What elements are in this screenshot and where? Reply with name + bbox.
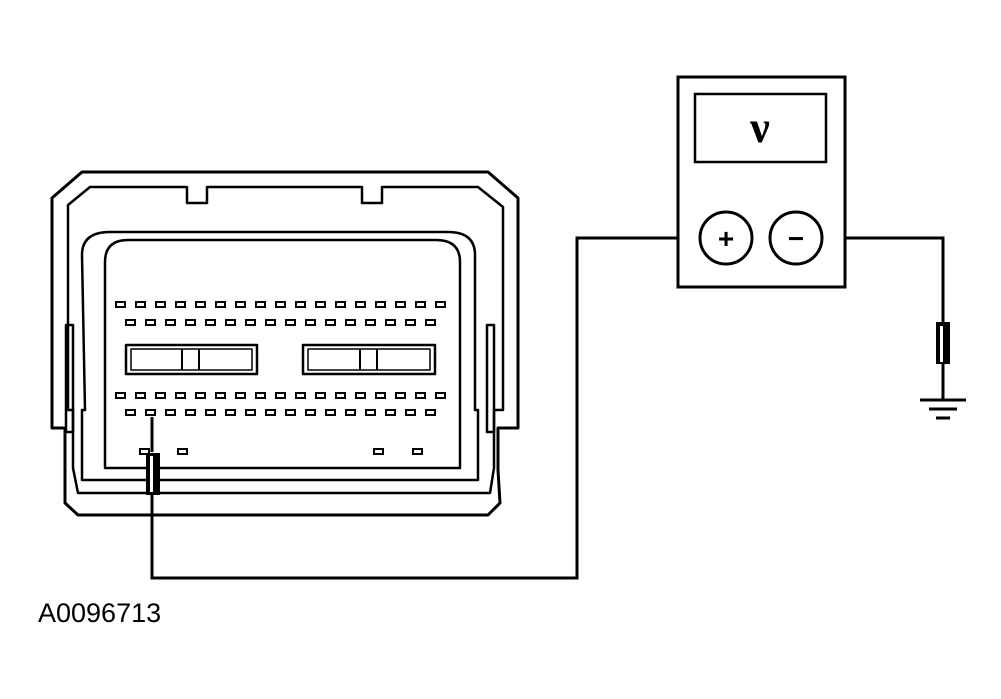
pin-cavity [155, 301, 166, 308]
pin-cavity [265, 319, 276, 326]
pin-cavity [195, 301, 206, 308]
pin-cavity [385, 319, 396, 326]
pin-cavity [305, 319, 316, 326]
pin-cavity [165, 409, 176, 416]
pin-cavity [125, 409, 136, 416]
pin-cavity [335, 301, 346, 308]
pin-cavity [405, 319, 416, 326]
pin-cavity [385, 409, 396, 416]
pin-cavity [195, 392, 206, 399]
pin-cavity [295, 392, 306, 399]
pin-cavity [177, 448, 188, 455]
right-latch [485, 323, 496, 434]
positive-test-lead [150, 236, 700, 580]
ground-symbol [920, 398, 966, 420]
negative-test-lead [822, 236, 945, 322]
pin-cavity [425, 409, 436, 416]
pin-cavity [355, 392, 366, 399]
connector-shroud-inner [103, 238, 462, 470]
pin-cavity [305, 409, 316, 416]
pin-cavity [245, 409, 256, 416]
pin-cavity [345, 409, 356, 416]
pin-cavity [435, 301, 446, 308]
pin-cavity [205, 409, 216, 416]
pin-cavity [115, 392, 126, 399]
pin-cavity [285, 319, 296, 326]
pin-cavity [412, 448, 423, 455]
pin-cavity [185, 409, 196, 416]
pin-cavity [355, 301, 366, 308]
pin-cavity [373, 448, 384, 455]
module-connector [50, 170, 520, 517]
ground-probe-tip-highlight [940, 326, 943, 362]
negative-terminal-sign: − [788, 223, 804, 254]
pin-cavity [365, 409, 376, 416]
pin-cavity [225, 319, 236, 326]
negative-terminal [768, 210, 824, 266]
pin-cavity [405, 409, 416, 416]
pin-cavity [135, 392, 146, 399]
pin-cavity [315, 301, 326, 308]
pin-cavity [325, 409, 336, 416]
pin-cavity [215, 392, 226, 399]
pin-cavity [275, 301, 286, 308]
pin-cavity [135, 301, 146, 308]
connector-probe [146, 417, 160, 495]
pin-cavity [425, 319, 436, 326]
pin-cavity [285, 409, 296, 416]
connector-inner-housing [66, 185, 505, 495]
pin-cavity [255, 392, 266, 399]
pin-cavity [225, 409, 236, 416]
pin-cavity [145, 409, 156, 416]
pin-cavity [115, 301, 126, 308]
probe-tip-highlight [150, 456, 153, 492]
connector-outer-housing [50, 170, 520, 517]
pin-cavity [155, 392, 166, 399]
pin-cavity [415, 392, 426, 399]
pin-cavity [139, 448, 150, 455]
key-block-right-inner [307, 348, 431, 371]
voltmeter: ν + − [676, 75, 847, 289]
pin-cavity [325, 319, 336, 326]
pin-cavity [205, 319, 216, 326]
pin-cavity [375, 392, 386, 399]
voltmeter-display [693, 92, 828, 164]
pin-cavity [435, 392, 446, 399]
ground-probe [936, 322, 950, 400]
pin-cavity [275, 392, 286, 399]
pin-cavity [295, 301, 306, 308]
pin-cavity [185, 319, 196, 326]
key-block-left-inner [130, 348, 253, 371]
pin-cavity [175, 392, 186, 399]
pin-cavity [125, 319, 136, 326]
pin-cavity [415, 301, 426, 308]
pin-cavity [395, 392, 406, 399]
figure-id: A0096713 [38, 598, 161, 628]
pin-cavity [145, 319, 156, 326]
pin-cavity [375, 301, 386, 308]
connector-shroud-outer [80, 230, 480, 482]
positive-terminal [698, 210, 754, 266]
key-block-left [124, 343, 259, 376]
key-block-right [301, 343, 437, 376]
pin-cavity [235, 301, 246, 308]
pin-cavity [395, 301, 406, 308]
pin-cavity [245, 319, 256, 326]
pin-cavity [345, 319, 356, 326]
pin-cavity [365, 319, 376, 326]
pin-cavity [315, 392, 326, 399]
positive-terminal-sign: + [718, 223, 734, 254]
pin-cavity [175, 301, 186, 308]
pin-cavity [165, 319, 176, 326]
pin-cavities [115, 301, 446, 455]
pin-cavity [215, 301, 226, 308]
voltmeter-display-symbol: ν [749, 103, 770, 152]
left-latch [64, 323, 75, 434]
pin-cavity [335, 392, 346, 399]
pin-cavity [235, 392, 246, 399]
pin-cavity [265, 409, 276, 416]
pin-cavity [255, 301, 266, 308]
